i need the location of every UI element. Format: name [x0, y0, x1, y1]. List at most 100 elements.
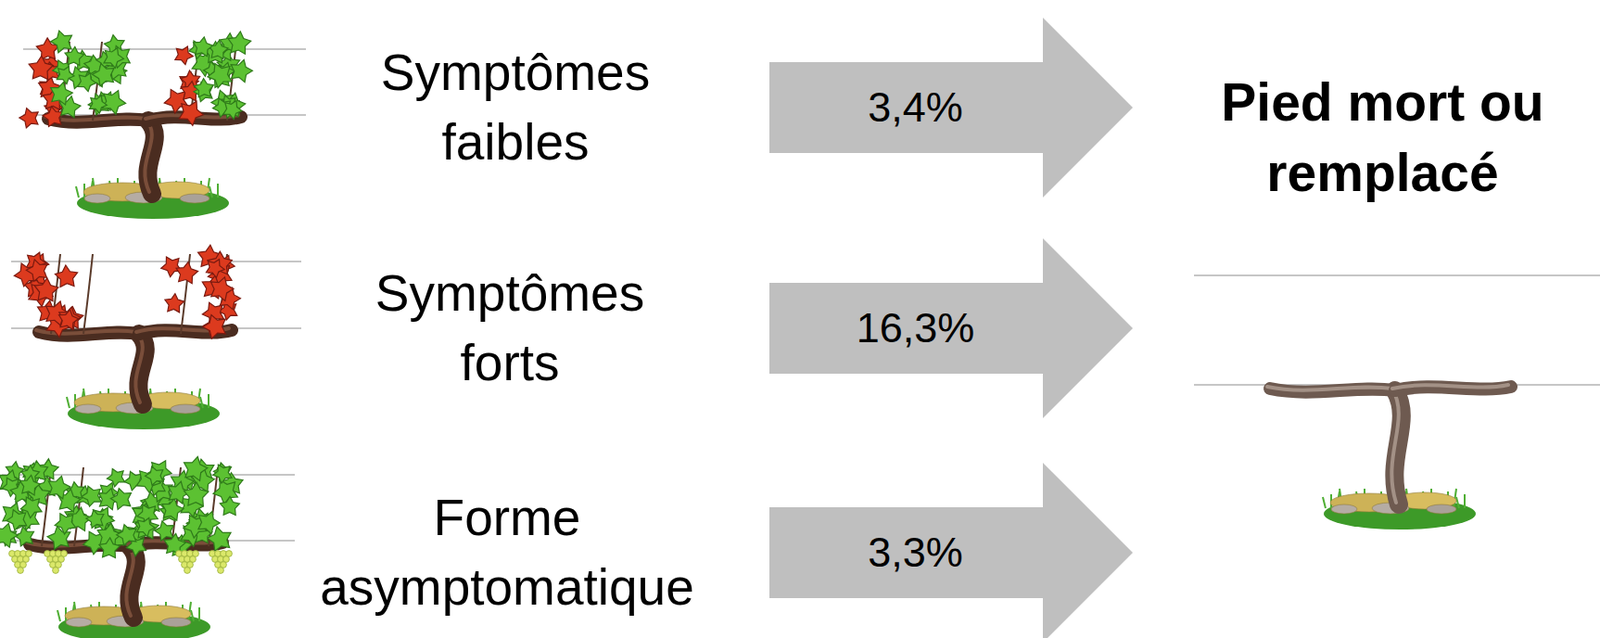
stone — [1426, 504, 1457, 514]
trunk-highlight — [1391, 388, 1398, 503]
grass-blade — [198, 607, 201, 622]
leaf — [98, 85, 129, 116]
stone — [75, 404, 102, 414]
leaf — [18, 473, 42, 496]
dead-vine — [1267, 384, 1512, 530]
outcome-label: Pied mort ou remplacé — [1169, 66, 1596, 208]
leaf — [86, 91, 110, 115]
leaf — [174, 260, 200, 285]
trunk-highlight — [1267, 386, 1393, 391]
leaf — [203, 254, 228, 280]
stone — [65, 617, 92, 627]
trunk-highlight — [126, 544, 133, 616]
stone — [1331, 504, 1358, 514]
percentage-label: 3,3% — [863, 528, 967, 577]
trunk-highlight — [144, 118, 152, 192]
leaf — [33, 277, 59, 302]
leaf — [3, 505, 31, 532]
leaf — [108, 485, 135, 511]
state-label: Symptômes forts — [375, 258, 645, 398]
leaf — [180, 454, 210, 483]
grass-blade — [190, 609, 194, 622]
leaf — [114, 520, 140, 547]
grass-blade — [207, 393, 210, 408]
grass-blade — [1322, 496, 1326, 508]
trunk-highlight — [1392, 384, 1509, 389]
leaf — [84, 507, 106, 529]
grape — [184, 567, 191, 574]
state-box: Symptômes forts — [250, 253, 770, 403]
vine-cane — [83, 253, 93, 334]
leaf — [219, 495, 240, 515]
leaf — [78, 482, 105, 508]
stone — [84, 193, 111, 204]
leaf — [133, 513, 158, 538]
leaf — [206, 273, 237, 303]
percentage-label: 16,3% — [852, 304, 979, 353]
leaf — [207, 38, 229, 60]
state-label: Symptômes faibles — [380, 38, 650, 178]
leaf — [220, 96, 246, 121]
leaf — [17, 104, 42, 129]
vine-plant — [17, 27, 255, 219]
block-arrow — [769, 462, 1133, 638]
outcome-box: Pied mort ou remplacé — [1132, 66, 1596, 623]
trellis-wire — [11, 261, 302, 329]
leaf — [200, 310, 230, 340]
leaf — [171, 42, 196, 67]
grape — [52, 567, 60, 574]
stone — [161, 617, 191, 627]
trellis-wire — [23, 49, 306, 115]
stone — [179, 193, 210, 204]
grape — [217, 567, 225, 574]
vine-plant — [0, 454, 244, 638]
leaf — [227, 56, 255, 84]
leaf — [54, 264, 79, 288]
state-label: Forme asymptomatique — [319, 482, 695, 623]
grass-blade — [1463, 494, 1466, 508]
leaf — [56, 304, 83, 330]
leaf — [50, 507, 79, 536]
leaf — [193, 77, 215, 98]
leaf — [48, 27, 76, 54]
leaf — [142, 463, 167, 487]
stone — [170, 404, 201, 414]
leaf — [24, 256, 51, 283]
grass-blade — [209, 186, 213, 198]
block-arrow — [769, 238, 1133, 419]
leaf — [47, 79, 75, 106]
leaf — [203, 58, 237, 90]
block-arrow — [769, 17, 1133, 198]
leaf — [27, 55, 53, 80]
leaf — [98, 536, 121, 558]
leaf — [164, 292, 185, 313]
leaf — [45, 472, 74, 500]
leaf — [53, 63, 77, 86]
grass-blade — [66, 396, 70, 408]
leaf — [63, 46, 85, 66]
vine-plant — [11, 243, 243, 430]
state-box: Forme asymptomatique — [244, 478, 770, 627]
grass-blade — [57, 609, 61, 622]
wire-line — [11, 260, 302, 263]
leaf — [183, 482, 209, 507]
trellis-wire — [1193, 275, 1600, 385]
leaf — [41, 104, 65, 127]
leaf — [194, 507, 224, 535]
leaf — [103, 464, 128, 488]
trunk-highlight — [135, 331, 142, 403]
grass-blade — [1456, 496, 1460, 508]
leaf — [191, 35, 215, 57]
state-box: Symptômes faibles — [261, 33, 770, 182]
percentage-label: 3,4% — [863, 83, 967, 132]
grass-blade — [200, 396, 204, 408]
grass-blade — [216, 183, 219, 198]
grass-blade — [76, 186, 79, 198]
grape — [17, 567, 25, 574]
leaf — [209, 459, 235, 485]
wire-line — [1193, 274, 1600, 277]
leaf — [100, 43, 127, 70]
leaf — [226, 30, 252, 55]
